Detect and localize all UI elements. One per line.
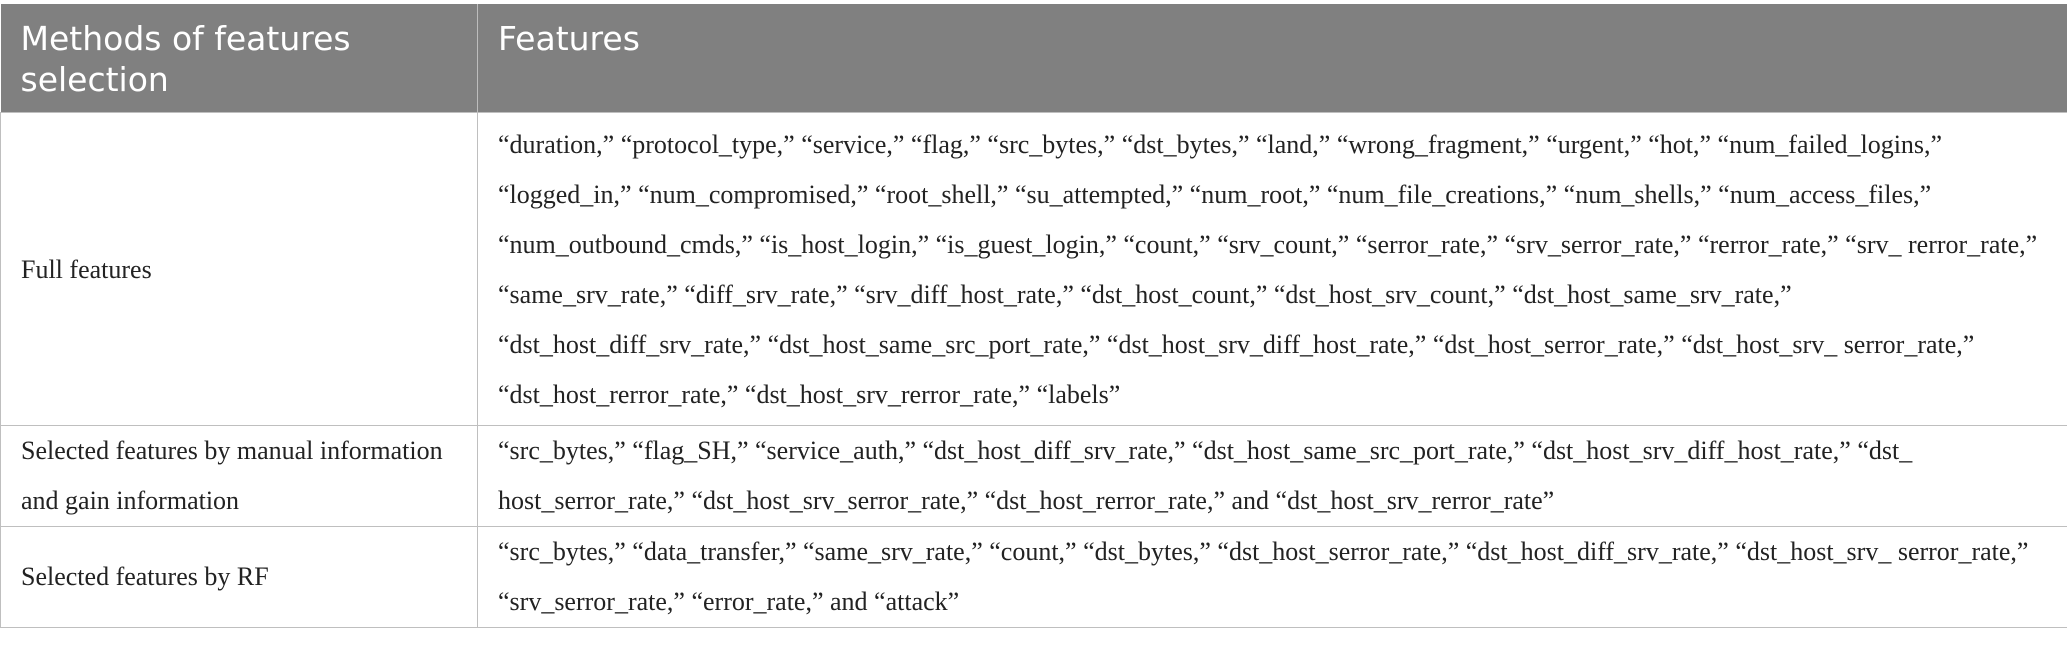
table-row: Selected features by RF “src_bytes,” “da… <box>0 526 2067 628</box>
features-cell: “src_bytes,” “flag_SH,” “service_auth,” … <box>477 425 2067 527</box>
table-row: Full features “duration,” “protocol_type… <box>0 112 2067 426</box>
table-body: Full features “duration,” “protocol_type… <box>0 112 2067 628</box>
table-row: Selected features by manual information … <box>0 425 2067 527</box>
method-cell: Selected features by manual information … <box>0 425 478 527</box>
method-cell: Full features <box>0 112 478 426</box>
method-cell: Selected features by RF <box>0 526 478 628</box>
features-cell: “duration,” “protocol_type,” “service,” … <box>477 112 2067 426</box>
feature-selection-table: Methods of features selection Features F… <box>0 4 2067 628</box>
header-features: Features <box>477 4 2067 113</box>
header-methods: Methods of features selection <box>0 4 478 113</box>
features-cell: “src_bytes,” “data_transfer,” “same_srv_… <box>477 526 2067 628</box>
header-row: Methods of features selection Features <box>0 4 2067 113</box>
feature-selection-table-container: Methods of features selection Features F… <box>0 4 2067 628</box>
table-header: Methods of features selection Features <box>0 4 2067 113</box>
